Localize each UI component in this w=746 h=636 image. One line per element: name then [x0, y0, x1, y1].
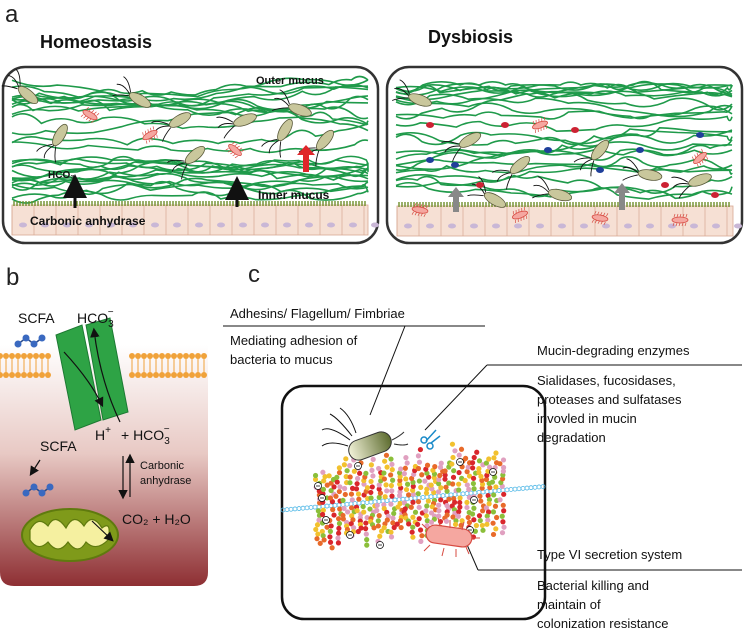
scfa-molecule-top — [14, 334, 46, 348]
hco3-label: HCO₃ — [48, 170, 75, 181]
panel-a: a Homeostasis Dysbiosis Outer mucus Inne… — [1, 1, 744, 245]
hco3-top-label: HCO3− — [77, 307, 114, 330]
carbonic-label-1: Carbonic — [140, 460, 185, 472]
inner-mucus-label: Inner mucus — [258, 188, 330, 202]
scfa-top-label: SCFA — [18, 310, 55, 326]
t6ss-bacterium — [421, 517, 480, 557]
carbonic-anhydrase-label: Carbonic anhydrase — [30, 214, 146, 228]
scfa-molecule-bottom — [22, 483, 54, 497]
homeostasis-title: Homeostasis — [40, 32, 152, 52]
homeostasis-box: Outer mucus Inner mucus HCO₃ Carbonic an… — [1, 65, 380, 245]
mucin-desc-4: degradation — [537, 430, 606, 445]
adhesins-title: Adhesins/ Flagellum/ Fimbriae — [230, 306, 405, 321]
cell-membrane — [0, 353, 207, 378]
adhesins-desc-2: bacteria to mucus — [230, 352, 333, 367]
hplus-label: H+ — [95, 425, 111, 443]
homeostasis-red-arrow — [297, 145, 315, 172]
homeostasis-mucus-network — [11, 75, 369, 204]
mucin-enzymes-title: Mucin-degrading enzymes — [537, 343, 690, 358]
t6ss-desc-1: Bacterial killing and — [537, 578, 649, 593]
homeostasis-bacteria — [1, 68, 335, 180]
mucin-desc-3: invovled in mucin — [537, 411, 637, 426]
mucin-desc-2: proteases and sulfatases — [537, 392, 682, 407]
dysbiosis-title: Dysbiosis — [428, 27, 513, 47]
scfa-down-arrow — [29, 459, 41, 477]
mitochondrion — [21, 508, 119, 562]
dysbiosis-gray-arrow-1 — [448, 187, 464, 212]
panel-c: c Adhesins/ Flagellum/ Fimbriae Mediatin… — [223, 261, 742, 631]
adhesins-desc-1: Mediating adhesion of — [230, 333, 358, 348]
transporter — [55, 317, 129, 431]
panel-a-letter: a — [5, 1, 19, 28]
panel-b-letter: b — [6, 264, 19, 291]
adhesive-bacterium — [321, 407, 409, 461]
scfa-bottom-label: SCFA — [40, 438, 77, 454]
dysbiosis-box — [385, 65, 744, 245]
mito-arrow — [91, 520, 114, 542]
scissors-icon — [420, 429, 441, 450]
dysbiosis-bacteria — [391, 79, 719, 227]
co2-label: CO₂ + H₂O — [122, 511, 191, 527]
outer-mucus-label: Outer mucus — [256, 75, 324, 87]
homeostasis-epithelium — [11, 201, 379, 236]
panel-b: b SCFA HCO3− SCFA H+ + HC — [0, 264, 208, 586]
mucin-desc-1: Sialidases, fucosidases, — [537, 373, 676, 388]
carbonic-label-2: anhydrase — [140, 475, 191, 487]
dysbiosis-epithelium — [396, 202, 742, 237]
panel-c-letter: c — [248, 261, 260, 288]
t6ss-title: Type VI secretion system — [537, 547, 682, 562]
mucin-leader — [424, 364, 488, 431]
t6ss-desc-2: maintain of — [537, 597, 601, 612]
dysbiosis-gray-arrow-2 — [614, 183, 630, 210]
mucin-glycoprotein — [280, 441, 546, 551]
hco3-right-label: + HCO3− — [121, 424, 170, 447]
mucin-box — [280, 384, 547, 621]
adhesins-leader — [369, 325, 406, 416]
t6ss-desc-3: colonization resistance — [537, 616, 669, 631]
